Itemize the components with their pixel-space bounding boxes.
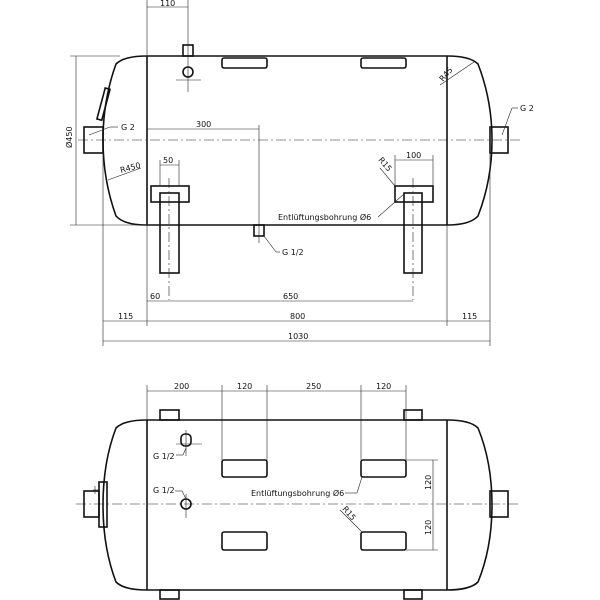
label-g12-center: G 1/2 bbox=[153, 486, 175, 495]
saddle-pad bbox=[360, 459, 407, 478]
dim-diameter-450: Ø450 bbox=[64, 126, 74, 148]
saddle-pad bbox=[221, 531, 268, 551]
label-g12-drain: G 1/2 bbox=[282, 248, 304, 257]
dim-200: 200 bbox=[174, 382, 189, 391]
nozzle-right bbox=[489, 126, 509, 154]
dimension-lines bbox=[70, 0, 518, 346]
leg-tab bbox=[159, 589, 180, 600]
dim-v120-top: 120 bbox=[424, 475, 433, 490]
dim-115-right: 115 bbox=[462, 312, 477, 321]
front-view: 110 Ø450 300 50 100 60 650 115 800 115 1… bbox=[64, 0, 534, 346]
dim-650: 650 bbox=[283, 292, 298, 301]
dim-250: 250 bbox=[306, 382, 321, 391]
dim-50: 50 bbox=[163, 156, 173, 165]
dim-r45: R45 bbox=[438, 65, 455, 83]
label-g12-upper: G 1/2 bbox=[153, 452, 175, 461]
top-view: 200 120 250 120 120 120 R15 G 1/2 G 1/2 … bbox=[76, 382, 520, 600]
leg-left bbox=[159, 192, 180, 274]
dim-r15: R15 bbox=[376, 156, 393, 174]
label-vent-hole: Entlüftungsbohrung Ø6 bbox=[251, 488, 344, 498]
dimension-lines bbox=[93, 385, 438, 551]
saddle-pad bbox=[360, 57, 407, 69]
leg-tab bbox=[159, 409, 180, 421]
dim-r450: R450 bbox=[119, 161, 141, 175]
tank-body-top bbox=[102, 419, 493, 591]
saddle-pad bbox=[221, 57, 268, 69]
dim-110: 110 bbox=[160, 0, 175, 8]
label-vent-hole: Entlüftungsbohrung Ø6 bbox=[278, 212, 371, 222]
nozzle-left bbox=[83, 126, 104, 154]
saddle-pad bbox=[221, 459, 268, 478]
dim-115-left: 115 bbox=[118, 312, 133, 321]
label-g2-right: G 2 bbox=[520, 104, 534, 113]
dim-60: 60 bbox=[150, 292, 160, 301]
dim-300: 300 bbox=[196, 120, 211, 129]
leg-tab bbox=[403, 589, 423, 600]
dim-120-b: 120 bbox=[376, 382, 391, 391]
dim-800: 800 bbox=[290, 312, 305, 321]
saddle-pad bbox=[360, 531, 407, 551]
leg-tab bbox=[403, 409, 423, 421]
dim-100: 100 bbox=[406, 151, 421, 160]
leg-pad-left bbox=[150, 185, 190, 203]
nameplate bbox=[95, 87, 112, 122]
nozzle-right bbox=[489, 490, 509, 518]
nozzle-left bbox=[83, 490, 100, 518]
dim-1030: 1030 bbox=[288, 332, 308, 341]
dim-v120-bottom: 120 bbox=[424, 520, 433, 535]
leg-pad-right bbox=[394, 185, 434, 203]
dim-120-a: 120 bbox=[237, 382, 252, 391]
label-g2-left: G 2 bbox=[121, 123, 135, 132]
